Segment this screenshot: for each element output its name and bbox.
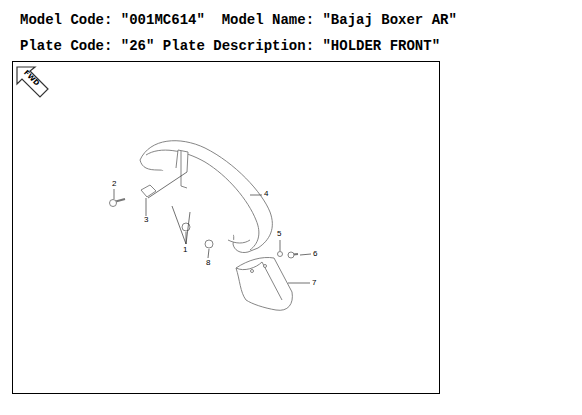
callout-number: 5 — [276, 230, 282, 238]
callout-number: 1 — [182, 246, 188, 254]
callout-number: 4 — [263, 190, 269, 198]
callout-number: 3 — [143, 216, 149, 224]
callout-number: 2 — [111, 180, 117, 188]
header-text: Model Code: "001MC614" Model Name: "Baja… — [20, 13, 457, 27]
header-text: Plate Code: "26" Plate Description: "HOL… — [20, 39, 440, 53]
callout-number: 7 — [311, 279, 317, 287]
callout-number: 6 — [312, 250, 318, 258]
callout-number: 8 — [205, 259, 211, 267]
forward-icon-text: FWD — [22, 70, 40, 88]
